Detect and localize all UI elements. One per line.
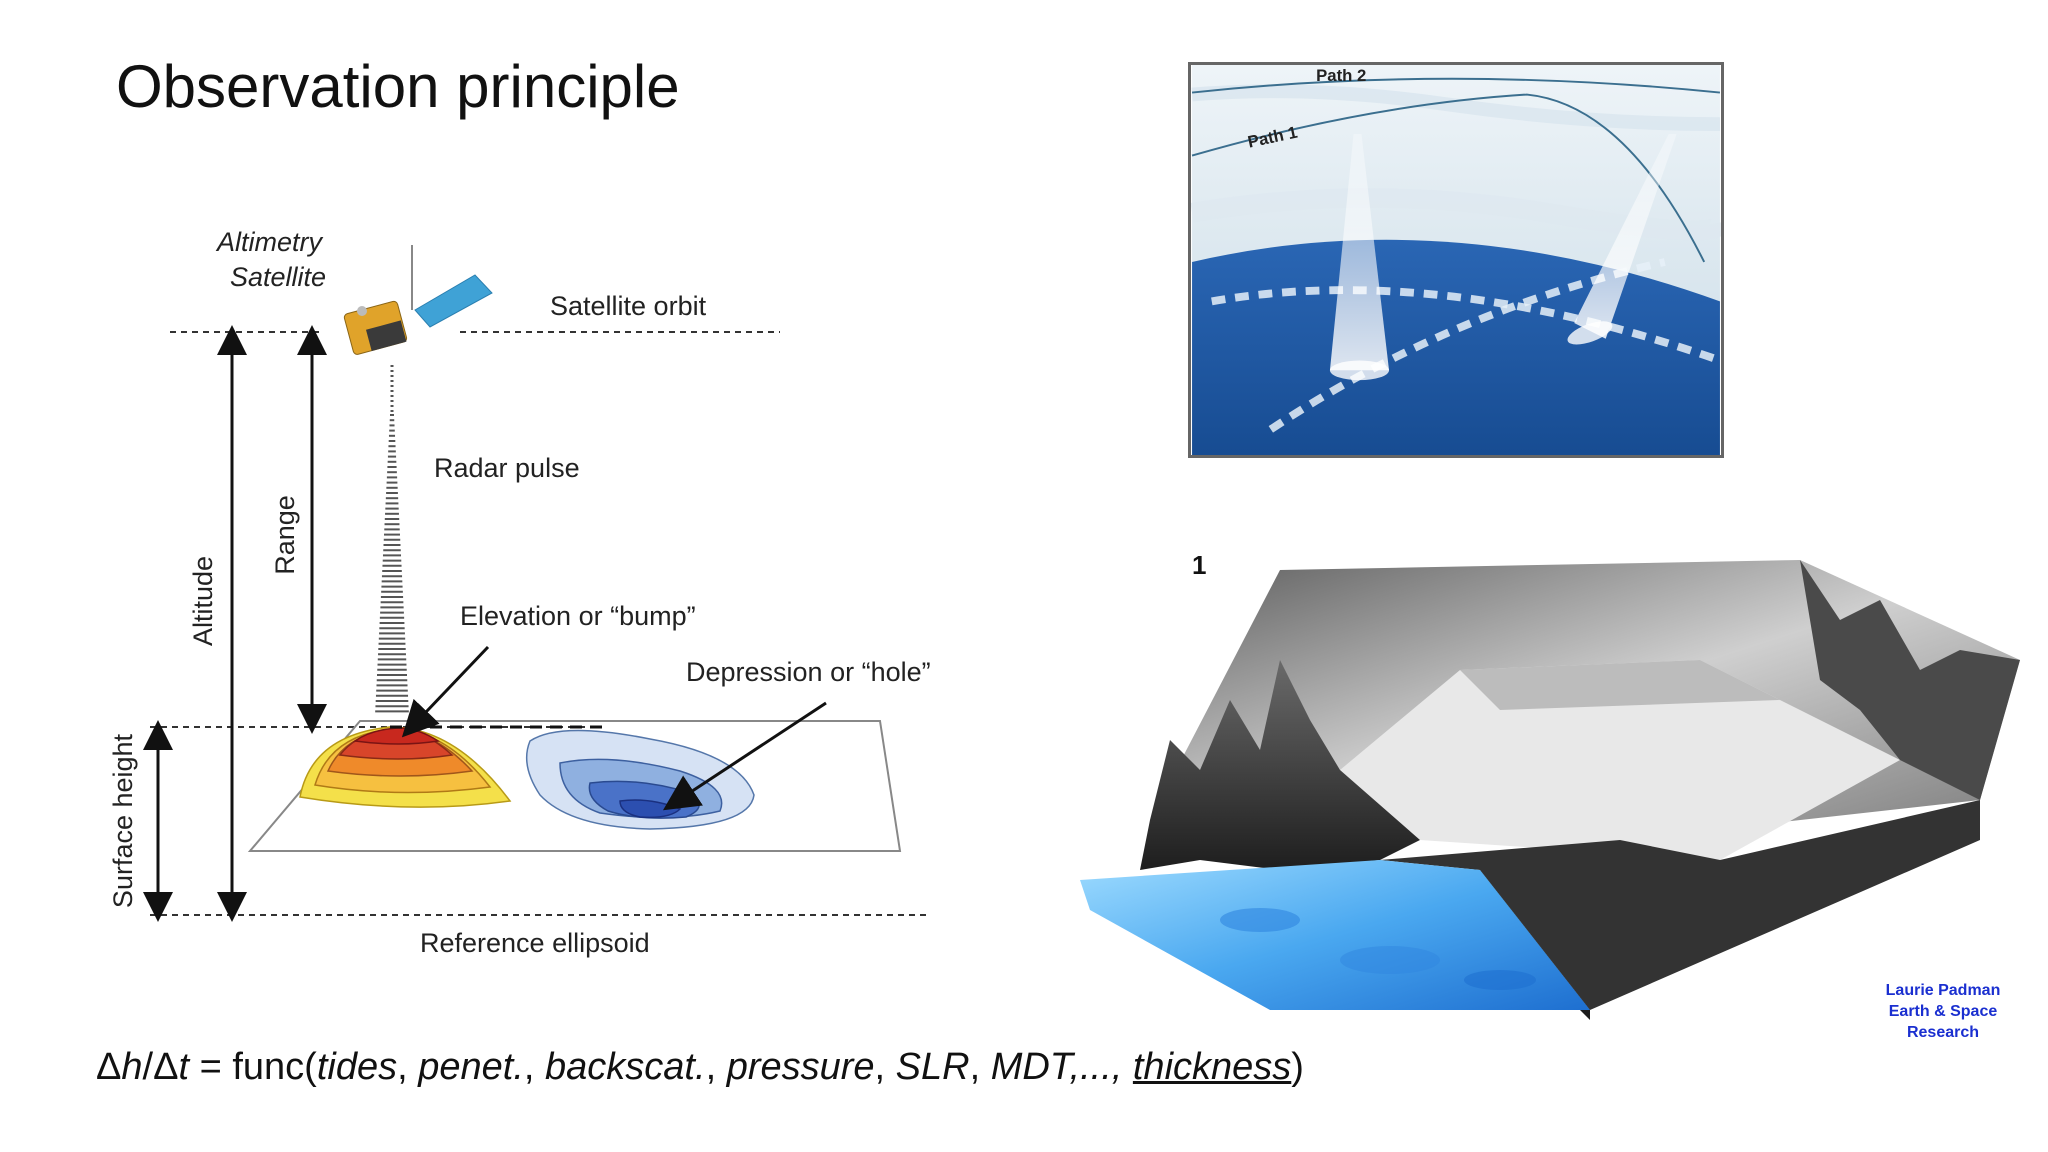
ice-shelf-3d-image: 1 (1080, 550, 2020, 1020)
depression-pointer (662, 701, 827, 811)
credit-line3: Research (1906, 1024, 1980, 1041)
slide-title: Observation principle (116, 53, 680, 120)
credit-line2: Earth & Space (1888, 1003, 1998, 1020)
satellite-orbit-label: Satellite orbit (550, 291, 707, 321)
bump-contours (299, 726, 512, 808)
credit-logo: Laurie Padman Earth & Space Research (1870, 980, 2016, 1043)
radar-pulse-beam (375, 365, 409, 713)
altimetry-label-line2: Satellite (230, 262, 326, 292)
depression-label: Depression or “hole” (686, 657, 931, 687)
path2-label: Path 2 (1316, 66, 1366, 85)
altimetry-label-line1: Altimetry (215, 227, 324, 257)
term-backscat: backscat. (545, 1046, 706, 1088)
surface-height-label: Surface height (108, 733, 138, 908)
altitude-label: Altitude (188, 556, 218, 646)
ice-figure-label: 1 (1192, 550, 1206, 580)
term-penet: penet. (418, 1046, 524, 1088)
elevation-label: Elevation or “bump” (460, 601, 696, 631)
radar-pulse-label: Radar pulse (434, 453, 580, 483)
reference-ellipsoid-label: Reference ellipsoid (420, 928, 650, 958)
term-mdt: MDT,..., (990, 1046, 1123, 1088)
term-pressure: pressure (726, 1046, 875, 1088)
term-tides: tides (316, 1046, 398, 1088)
hole-contours (525, 729, 755, 830)
range-label: Range (270, 495, 300, 575)
term-thickness: thickness (1132, 1046, 1292, 1088)
elevation-pointer (401, 645, 490, 738)
satellite-paths-image: Path 2 Path 1 (1188, 62, 1724, 458)
satellite-icon (343, 245, 493, 355)
formula: Δh/Δt = func(tides, penet., backscat., p… (96, 1046, 1304, 1088)
credit-line1: Laurie Padman (1885, 982, 2001, 999)
altimetry-diagram: Altimetry Satellite Satellite orbit Rada… (108, 227, 931, 958)
term-slr: SLR (895, 1046, 970, 1088)
